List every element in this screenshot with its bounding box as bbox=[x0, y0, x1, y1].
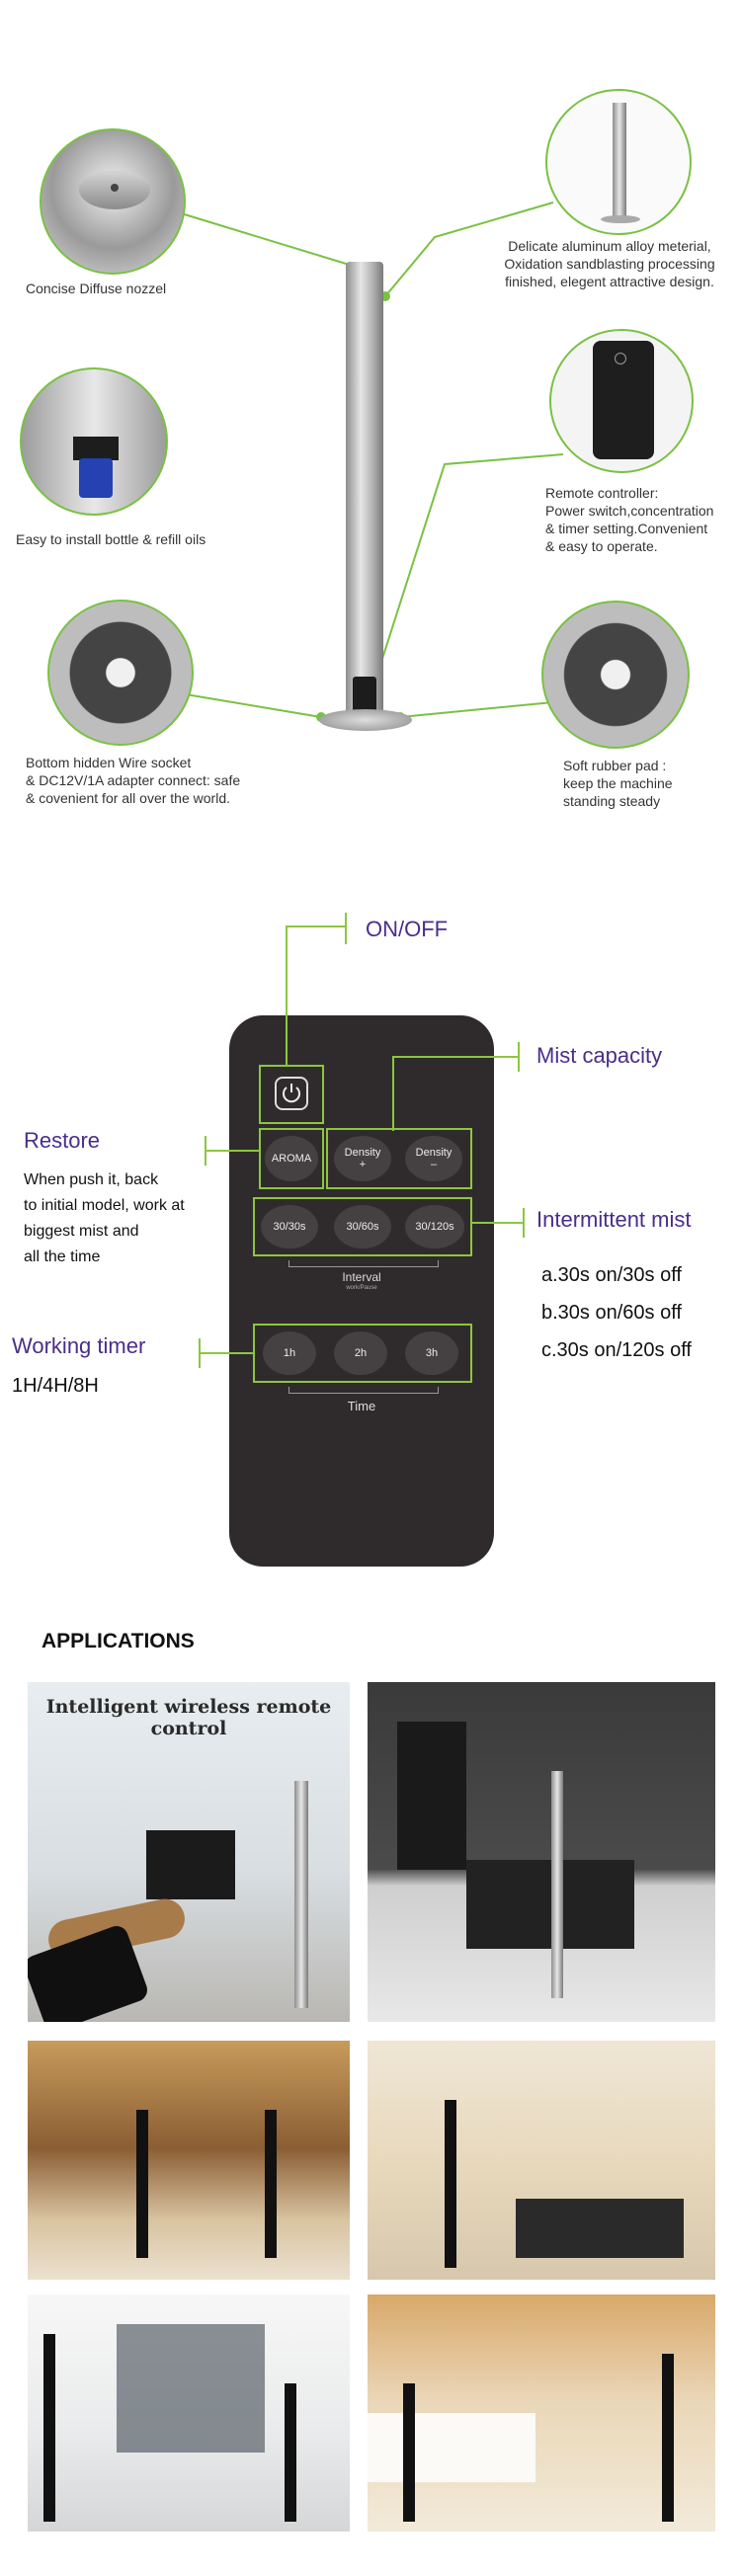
timer-title: Working timer bbox=[12, 1333, 146, 1358]
time-label: Time bbox=[347, 1399, 376, 1413]
remote-closeup-image bbox=[549, 329, 694, 473]
socket-closeup-image bbox=[47, 600, 194, 746]
diffuser-base bbox=[319, 709, 412, 731]
living-room-photo: Intelligent wireless remote control bbox=[28, 1682, 350, 2022]
remote-body bbox=[229, 1015, 494, 1567]
photo-banner-text: Intelligent wireless remote control bbox=[45, 1696, 332, 1739]
interval-30-30-button[interactable]: 30/30s bbox=[261, 1205, 318, 1248]
intermittent-title: Intermittent mist bbox=[536, 1207, 692, 1232]
on-off-label: ON/OFF bbox=[366, 917, 449, 941]
socket-caption: Bottom hidden Wire socket& DC12V/1A adap… bbox=[26, 755, 241, 806]
remote-caption: Remote controller:Power switch,concentra… bbox=[545, 485, 714, 554]
bottle-closeup-image bbox=[20, 367, 168, 516]
interval-sublabel: work/Pause bbox=[346, 1285, 377, 1291]
density-up-button[interactable]: Density+ bbox=[334, 1136, 391, 1181]
timer-3h-button[interactable]: 3h bbox=[405, 1331, 458, 1375]
timer-1h-button[interactable]: 1h bbox=[263, 1331, 316, 1375]
interval-bracket bbox=[288, 1260, 439, 1267]
lobby-photo bbox=[28, 2041, 350, 2280]
reception-photo bbox=[368, 2294, 715, 2532]
aroma-button[interactable]: AROMA bbox=[265, 1136, 318, 1181]
restore-title: Restore bbox=[24, 1128, 101, 1153]
office-photo bbox=[368, 1682, 715, 2022]
applications-title: APPLICATIONS bbox=[41, 1630, 195, 1652]
interval-label: Interval bbox=[342, 1270, 381, 1284]
spa-room-photo bbox=[368, 2041, 715, 2280]
diffuser-tower bbox=[346, 262, 383, 716]
power-group-box bbox=[259, 1065, 324, 1124]
boutique-photo bbox=[28, 2294, 350, 2532]
timer-group-box bbox=[253, 1324, 472, 1383]
density-down-button[interactable]: Density– bbox=[405, 1136, 462, 1181]
nozzle-caption: Concise Diffuse nozzel bbox=[26, 281, 167, 296]
bottle-caption: Easy to install bottle & refill oils bbox=[16, 531, 206, 547]
time-bracket bbox=[288, 1387, 439, 1394]
timer-options: 1H/4H/8H bbox=[12, 1375, 99, 1397]
remote-callout-lines bbox=[199, 913, 525, 1368]
density-group-box bbox=[326, 1128, 472, 1189]
power-button[interactable] bbox=[275, 1077, 308, 1110]
restore-group-box bbox=[259, 1128, 324, 1189]
timer-2h-button[interactable]: 2h bbox=[334, 1331, 387, 1375]
rubber-pad-closeup-image bbox=[541, 601, 690, 749]
interval-30-60-button[interactable]: 30/60s bbox=[334, 1205, 391, 1248]
mist-capacity-label: Mist capacity bbox=[536, 1043, 663, 1068]
tower-closeup-image bbox=[545, 89, 692, 235]
nozzle-closeup-image bbox=[40, 128, 186, 275]
interval-30-120-button[interactable]: 30/120s bbox=[405, 1205, 464, 1248]
material-caption: Delicate aluminum alloy meterial,Oxidati… bbox=[504, 238, 715, 289]
interval-group-box bbox=[253, 1197, 472, 1256]
power-icon bbox=[283, 1084, 300, 1103]
